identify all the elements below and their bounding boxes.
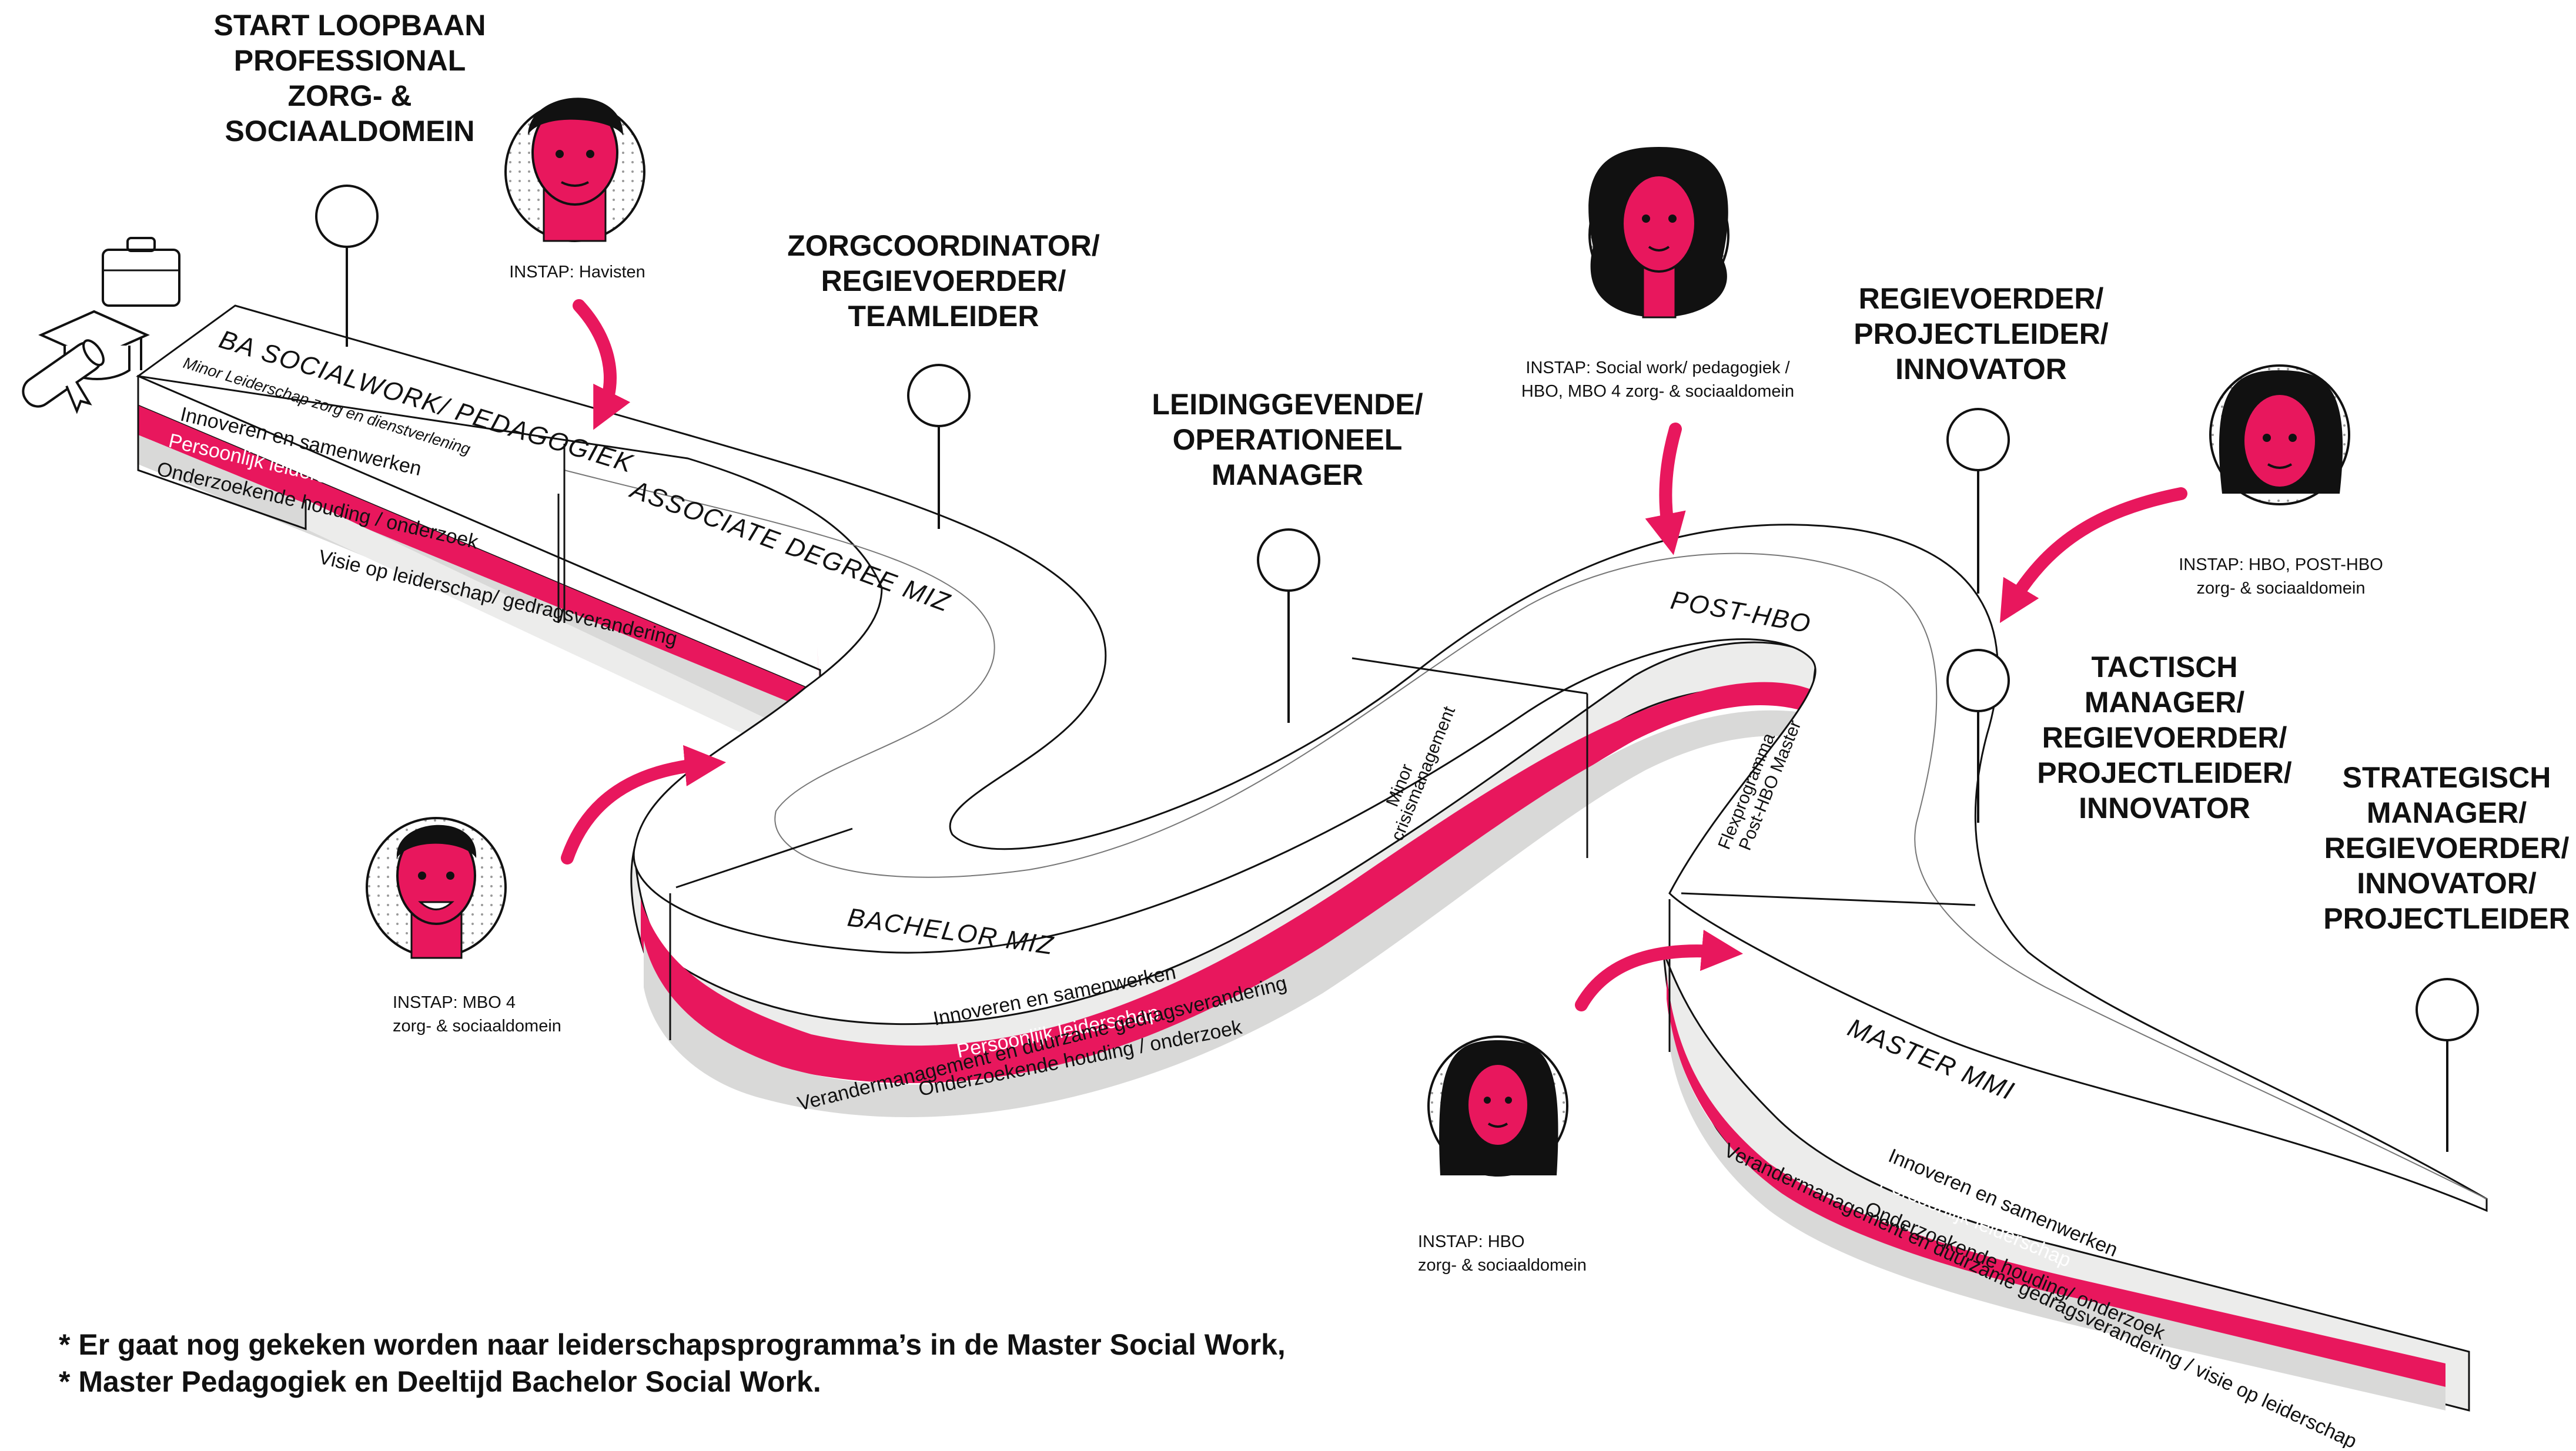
svg-text:MANAGER: MANAGER	[1212, 458, 1363, 491]
svg-text:MANAGER/: MANAGER/	[2085, 686, 2244, 719]
master-accent-band	[1667, 976, 2445, 1387]
pin-strategisch	[2416, 978, 2479, 1152]
pin-regievoerder	[1946, 408, 2010, 594]
role-strategisch: STRATEGISCH MANAGER/ REGIEVOERDER/ INNOV…	[2323, 761, 2570, 935]
arrow-mbo4	[561, 745, 727, 864]
road	[136, 304, 2488, 1412]
svg-text:PROJECTLEIDER/: PROJECTLEIDER/	[2037, 756, 2292, 789]
svg-text:zorg- & sociaaldomein: zorg- & sociaaldomein	[2197, 579, 2366, 598]
svg-text:INSTAP: HBO, POST-HBO: INSTAP: HBO, POST-HBO	[2179, 555, 2383, 574]
svg-text:ZORGCOORDINATOR/: ZORGCOORDINATOR/	[787, 229, 1100, 262]
svg-text:STRATEGISCH: STRATEGISCH	[2343, 761, 2551, 794]
entry-arrows	[561, 299, 2187, 1011]
svg-text:TEAMLEIDER: TEAMLEIDER	[848, 300, 1039, 333]
svg-text:INSTAP: HBO: INSTAP: HBO	[1418, 1232, 1525, 1251]
svg-text:INNOVATOR: INNOVATOR	[2079, 792, 2250, 825]
left-band-wall	[137, 374, 821, 746]
instap-hbo-post: INSTAP: HBO, POST-HBO zorg- & sociaaldom…	[2179, 555, 2383, 598]
arrow-havisten	[573, 299, 631, 430]
svg-text:ZORG- &: ZORG- &	[287, 79, 412, 112]
pin-zorgcoordinator	[907, 364, 971, 529]
role-leidinggevende: LEIDINGGEVENDE/ OPERATIONEEL MANAGER	[1152, 388, 1423, 491]
svg-text:INSTAP: Social work/ pedagogi: INSTAP: Social work/ pedagogiek /	[1525, 358, 1790, 377]
instap-mbo4: INSTAP: MBO 4 zorg- & sociaaldomein	[393, 993, 561, 1036]
svg-text:INNOVATOR/: INNOVATOR/	[2357, 867, 2537, 900]
svg-text:HBO, MBO 4 zorg- & sociaaldome: HBO, MBO 4 zorg- & sociaaldomein	[1521, 382, 1794, 401]
arrow-hbo-post	[1999, 487, 2187, 624]
pin-start	[315, 185, 379, 347]
svg-text:MANAGER/: MANAGER/	[2367, 796, 2527, 829]
svg-text:START LOOPBAAN: START LOOPBAAN	[214, 9, 486, 42]
avatar-mbo4	[366, 817, 507, 959]
pin-leidinggevende	[1257, 528, 1320, 723]
avatar-socialwork	[1588, 147, 1729, 319]
svg-text:OPERATIONEEL: OPERATIONEEL	[1173, 423, 1403, 456]
svg-text:PROJECTLEIDER/: PROJECTLEIDER/	[1854, 317, 2109, 350]
svg-text:REGIEVOERDER/: REGIEVOERDER/	[821, 264, 1066, 297]
briefcase-icon	[102, 237, 180, 307]
svg-text:LEIDINGGEVENDE/: LEIDINGGEVENDE/	[1152, 388, 1423, 421]
svg-text:REGIEVOERDER/: REGIEVOERDER/	[1859, 282, 2104, 315]
bachelor-accent-band	[641, 682, 1814, 1084]
road-surface	[136, 304, 2488, 1212]
pin-tactisch	[1946, 649, 2010, 823]
role-regievoerder: REGIEVOERDER/ PROJECTLEIDER/ INNOVATOR	[1854, 282, 2109, 386]
svg-text:INSTAP: MBO 4: INSTAP: MBO 4	[393, 993, 516, 1012]
arrow-socialwork	[1645, 423, 1686, 555]
instap-havisten: INSTAP: Havisten	[509, 263, 645, 282]
svg-text:PROJECTLEIDER: PROJECTLEIDER	[2323, 902, 2570, 935]
avatar-hbo-post	[2209, 364, 2350, 505]
svg-text:TACTISCH: TACTISCH	[2091, 651, 2237, 683]
svg-text:zorg- & sociaaldomein: zorg- & sociaaldomein	[393, 1017, 561, 1036]
bands-master: Innoveren en samenwerken Persoonlijk lei…	[1721, 1139, 2360, 1451]
svg-text:Verandermanagement en duurzam: Verandermanagement en duurzame gedragsve…	[1721, 1139, 2360, 1448]
arrow-hbo	[1575, 930, 1744, 1011]
svg-text:PROFESSIONAL: PROFESSIONAL	[234, 44, 466, 77]
svg-text:SOCIAALDOMEIN: SOCIAALDOMEIN	[225, 115, 475, 148]
svg-text:zorg- & sociaaldomein: zorg- & sociaaldomein	[1418, 1256, 1587, 1275]
svg-text:* Er gaat nog gekeken worden: * Er gaat nog gekeken worden naar leider…	[59, 1328, 1286, 1361]
instap-hbo: INSTAP: HBO zorg- & sociaaldomein	[1418, 1232, 1587, 1275]
avatar-hbo	[1427, 1036, 1568, 1177]
svg-text:REGIEVOERDER/: REGIEVOERDER/	[2042, 721, 2287, 754]
footnote: * Er gaat nog gekeken worden naar leider…	[59, 1328, 1286, 1398]
role-tactisch: TACTISCH MANAGER/ REGIEVOERDER/ PROJECTL…	[2037, 651, 2292, 825]
svg-text:* Master Pedagogiek en De: * Master Pedagogiek en Deeltijd Bachelor…	[59, 1365, 821, 1398]
svg-text:INSTAP: Havisten: INSTAP: Havisten	[509, 263, 645, 282]
svg-text:INNOVATOR: INNOVATOR	[1895, 353, 2067, 386]
avatar-havisten	[504, 98, 645, 242]
diploma-icon	[22, 339, 105, 414]
role-zorgcoordinator: ZORGCOORDINATOR/ REGIEVOERDER/ TEAMLEIDE…	[787, 229, 1100, 333]
instap-socialwork: INSTAP: Social work/ pedagogiek / HBO, M…	[1521, 358, 1794, 401]
role-start: START LOOPBAAN PROFESSIONAL ZORG- & SOCI…	[214, 9, 486, 148]
milestone-pins	[315, 185, 2479, 1152]
svg-text:REGIEVOERDER/: REGIEVOERDER/	[2324, 832, 2570, 864]
